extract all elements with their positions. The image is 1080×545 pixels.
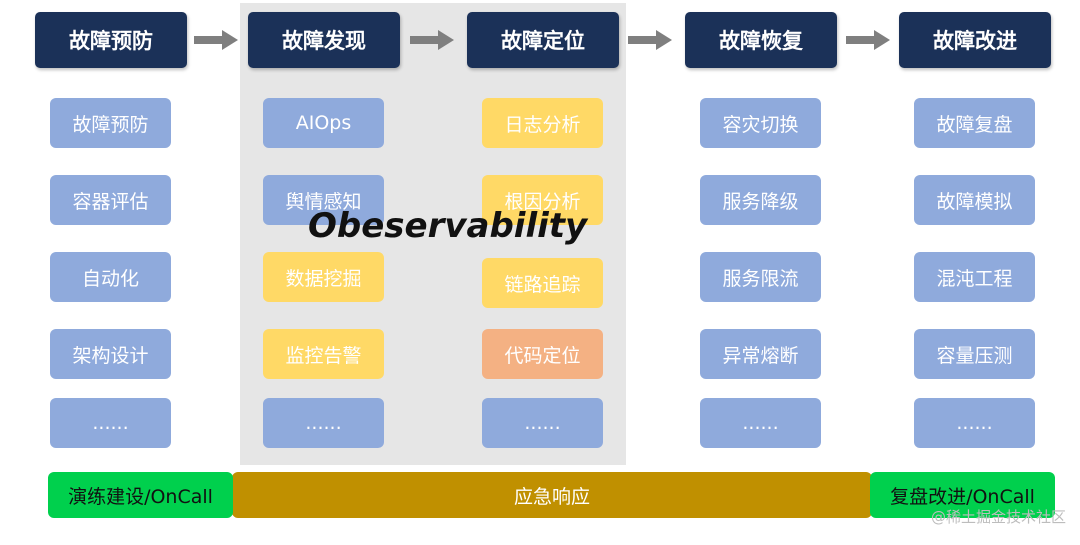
item-more: ......: [914, 398, 1035, 448]
item-fault-prevention: 故障预防: [50, 98, 171, 148]
item-service-degrade: 服务降级: [700, 175, 821, 225]
item-disaster-switch: 容灾切换: [700, 98, 821, 148]
header-fault-discovery: 故障发现: [248, 12, 400, 68]
item-more: ......: [482, 398, 603, 448]
item-code-location: 代码定位: [482, 329, 603, 379]
bar-review-oncall: 复盘改进/OnCall: [870, 472, 1055, 518]
item-capacity-test: 容量压测: [914, 329, 1035, 379]
bar-drill-oncall: 演练建设/OnCall: [48, 472, 233, 518]
item-aiops: AIOps: [263, 98, 384, 148]
item-tracing: 链路追踪: [482, 258, 603, 308]
item-sentiment-sensing: 舆情感知: [263, 175, 384, 225]
flow-arrow-icon: [846, 30, 890, 50]
item-log-analysis: 日志分析: [482, 98, 603, 148]
item-circuit-breaker: 异常熔断: [700, 329, 821, 379]
flow-arrow-icon: [410, 30, 454, 50]
flow-arrow-icon: [194, 30, 238, 50]
item-fault-simulation: 故障模拟: [914, 175, 1035, 225]
item-more: ......: [700, 398, 821, 448]
item-fault-review: 故障复盘: [914, 98, 1035, 148]
item-more: ......: [50, 398, 171, 448]
item-chaos-engineering: 混沌工程: [914, 252, 1035, 302]
item-monitoring-alerts: 监控告警: [263, 329, 384, 379]
item-more: ......: [263, 398, 384, 448]
item-container-assessment: 容器评估: [50, 175, 171, 225]
flow-arrow-icon: [628, 30, 672, 50]
item-architecture-design: 架构设计: [50, 329, 171, 379]
item-data-mining: 数据挖掘: [263, 252, 384, 302]
observability-label: Obeservability: [308, 206, 588, 246]
bar-emergency-response: 应急响应: [232, 472, 872, 518]
header-fault-location: 故障定位: [467, 12, 619, 68]
header-fault-prevention: 故障预防: [35, 12, 187, 68]
item-automation: 自动化: [50, 252, 171, 302]
header-fault-recovery: 故障恢复: [685, 12, 837, 68]
observability-region: [240, 3, 626, 465]
item-root-cause: 根因分析: [482, 175, 603, 225]
header-fault-improvement: 故障改进: [899, 12, 1051, 68]
watermark: @稀土掘金技术社区: [930, 508, 1066, 526]
item-rate-limiting: 服务限流: [700, 252, 821, 302]
